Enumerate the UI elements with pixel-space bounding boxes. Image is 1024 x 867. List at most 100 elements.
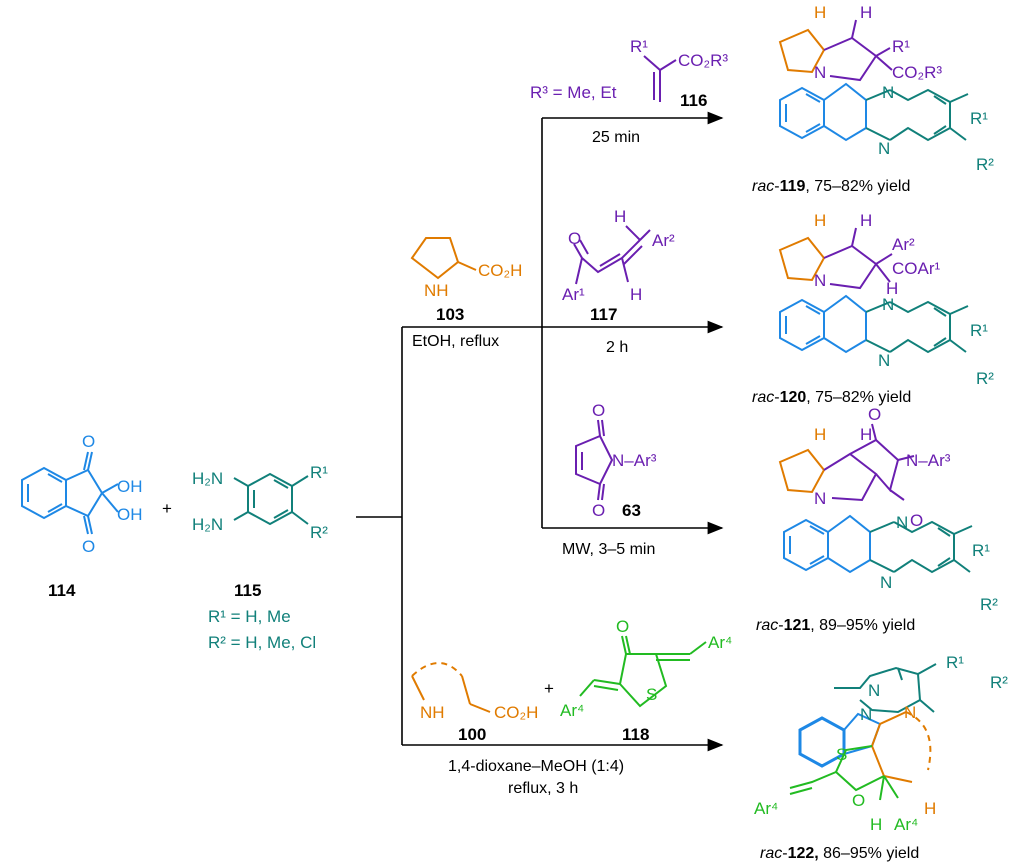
c63-o-bottom: O [592, 501, 605, 520]
c116-note: R³ = Me, Et [530, 83, 617, 102]
c114-label: 114 [48, 581, 76, 600]
product-120: H H Ar² COAr¹ H N N N R¹ R² rac-120, 75–… [752, 211, 994, 406]
p120-h2: H [860, 211, 872, 230]
product-119: H H R¹ CO₂R³ N N N R¹ R² rac-119, 75–82%… [752, 3, 994, 195]
p119-n: N [814, 63, 826, 82]
c117-h2: H [630, 285, 642, 304]
c100-nh: NH [420, 703, 445, 722]
p121-caption: rac-121, 89–95% yield [756, 617, 915, 634]
p122-caption: rac-122, 86–95% yield [760, 845, 919, 862]
p119-r1-ring: R¹ [970, 109, 988, 128]
p120-h1: H [814, 211, 826, 230]
c103-nh: NH [424, 281, 449, 300]
p119-h2: H [860, 3, 872, 22]
p120-n-b: N [878, 351, 890, 370]
compound-63: O O N–Ar³ 63 [575, 401, 657, 520]
p121-n-a: N [896, 513, 908, 532]
p121-o-top: O [868, 405, 881, 424]
c117-ar1: Ar¹ [562, 285, 585, 304]
c103-acid: CO₂H [478, 261, 522, 280]
p122-ar4-left: Ar⁴ [754, 799, 778, 818]
p121-n-b: N [880, 573, 892, 592]
p119-r1: R¹ [892, 37, 910, 56]
c114-o-bottom: O [82, 537, 95, 556]
p122-n-a: N [868, 681, 880, 700]
c114-oh-1: OH [117, 477, 143, 496]
arrow-lines [356, 111, 724, 752]
p122-ar4-right: Ar⁴ [894, 815, 918, 834]
p120-r2-ring: R² [976, 369, 994, 388]
condition-63: MW, 3–5 min [562, 541, 655, 558]
c100-acid: CO₂H [494, 703, 538, 722]
condition-116: 25 min [592, 129, 640, 146]
c115-r1: R¹ [310, 463, 328, 482]
c118-s: S [646, 685, 657, 704]
c117-label: 117 [590, 305, 617, 324]
p121-n: N [814, 489, 826, 508]
p120-n-a: N [882, 295, 894, 314]
p120-h3: H [886, 279, 898, 298]
p120-ar2: Ar² [892, 235, 915, 254]
p119-caption: rac-119, 75–82% yield [752, 178, 910, 195]
p119-n-a: N [882, 83, 894, 102]
p121-h1: H [814, 425, 826, 444]
c116-label: 116 [680, 91, 707, 110]
condition-117: 2 h [606, 339, 628, 356]
p119-n-b: N [878, 139, 890, 158]
p120-caption: rac-120, 75–82% yield [752, 389, 911, 406]
c63-o-top: O [592, 401, 605, 420]
c115-nh2-bottom: H₂N [192, 515, 223, 534]
c115-r2: R² [310, 523, 328, 542]
p119-r2-ring: R² [976, 155, 994, 174]
plus-sign-2: + [544, 679, 554, 698]
compound-117: O H Ar² Ar¹ H 117 [562, 207, 675, 324]
p121-o-bottom: O [910, 511, 923, 530]
c115-note-r2: R² = H, Me, Cl [208, 633, 316, 652]
c118-o: O [616, 617, 629, 636]
compound-116: R¹ CO₂R³ R³ = Me, Et 116 [530, 37, 728, 110]
p122-r1: R¹ [946, 653, 964, 672]
c117-h1: H [614, 207, 626, 226]
c114-oh-2: OH [117, 505, 143, 524]
p121-r2-ring: R² [980, 595, 998, 614]
c118-ar4-left: Ar⁴ [560, 701, 584, 720]
c118-label: 118 [622, 725, 649, 744]
c114-o-top: O [82, 432, 95, 451]
p121-r1-ring: R¹ [972, 541, 990, 560]
plus-sign-1: + [162, 499, 172, 518]
c117-o: O [568, 229, 581, 248]
p122-h-right: H [924, 799, 936, 818]
p120-r1-ring: R¹ [970, 321, 988, 340]
c63-n: N–Ar³ [612, 451, 657, 470]
compound-114: O O OH OH 114 [21, 432, 143, 600]
p122-n-b: N [860, 705, 872, 724]
p120-n: N [814, 271, 826, 290]
p121-h2: H [860, 425, 872, 444]
c63-label: 63 [622, 501, 641, 520]
p120-coar: COAr¹ [892, 259, 941, 278]
compound-103: CO₂H NH 103 [410, 237, 522, 324]
c100-label: 100 [458, 725, 486, 744]
compound-118: O S Ar⁴ Ar⁴ 118 [560, 617, 732, 744]
c115-label: 115 [234, 581, 261, 600]
p122-n: N [904, 703, 916, 722]
p122-o: O [852, 791, 865, 810]
c115-nh2-top: H₂N [192, 469, 223, 488]
p122-s: S [836, 745, 847, 764]
p119-h1: H [814, 3, 826, 22]
c115-note-r1: R¹ = H, Me [208, 607, 291, 626]
p121-n-ar3: N–Ar³ [906, 451, 951, 470]
c116-r1: R¹ [630, 37, 648, 56]
condition-122-line2: reflux, 3 h [508, 780, 578, 797]
c103-label: 103 [436, 305, 464, 324]
product-121: H H O N–Ar³ O N N N R¹ R² rac-121, 89–95… [756, 405, 998, 634]
condition-122-line1: 1,4-dioxane–MeOH (1:4) [448, 758, 624, 775]
p122-r2: R² [990, 673, 1008, 692]
compound-115: H₂N H₂N R¹ R² 115 R¹ = H, Me R² = H, Me,… [192, 463, 328, 652]
compound-100: CO₂H NH 100 [411, 662, 538, 744]
p122-h-left: H [870, 815, 882, 834]
c117-ar2: Ar² [652, 231, 675, 250]
p119-ester: CO₂R³ [892, 63, 942, 82]
